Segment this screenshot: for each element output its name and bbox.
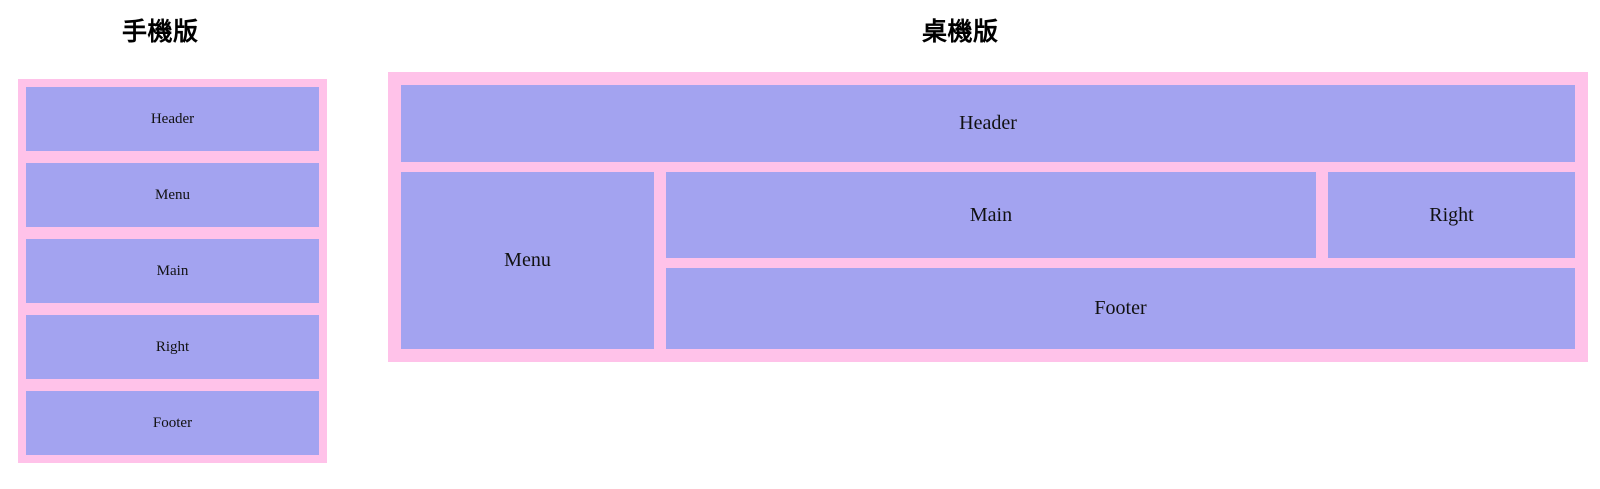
desktop-block-header-label: Header bbox=[959, 112, 1017, 134]
mobile-block-footer: Footer bbox=[26, 391, 319, 455]
desktop-block-footer-label: Footer bbox=[1094, 297, 1147, 319]
desktop-block-menu-label: Menu bbox=[504, 249, 551, 271]
mobile-block-header: Header bbox=[26, 87, 319, 151]
mobile-block-main: Main bbox=[26, 239, 319, 303]
mobile-layout-heading: 手機版 bbox=[122, 18, 199, 46]
desktop-block-right: Right bbox=[1328, 172, 1575, 258]
desktop-block-menu: Menu bbox=[401, 172, 654, 349]
mobile-block-stack: Header Menu Main Right Footer bbox=[26, 87, 319, 455]
desktop-block-footer: Footer bbox=[666, 268, 1575, 349]
desktop-block-grid: Header Menu Main Right Footer bbox=[401, 85, 1575, 349]
mobile-block-right: Right bbox=[26, 315, 319, 379]
desktop-layout-heading: 桌機版 bbox=[922, 18, 999, 46]
mobile-block-footer-label: Footer bbox=[152, 414, 193, 431]
mobile-layout-container: Header Menu Main Right Footer bbox=[18, 79, 327, 463]
mobile-block-right-label: Right bbox=[155, 338, 190, 355]
mobile-block-main-label: Main bbox=[156, 262, 189, 279]
desktop-block-right-label: Right bbox=[1429, 203, 1474, 226]
desktop-block-header: Header bbox=[401, 85, 1575, 162]
desktop-block-main-label: Main bbox=[969, 203, 1013, 226]
desktop-block-main: Main bbox=[666, 172, 1316, 258]
desktop-layout-container: Header Menu Main Right Footer bbox=[388, 72, 1588, 362]
mobile-block-menu: Menu bbox=[26, 163, 319, 227]
mobile-block-header-label: Header bbox=[150, 110, 195, 127]
mobile-block-menu-label: Menu bbox=[155, 186, 190, 203]
